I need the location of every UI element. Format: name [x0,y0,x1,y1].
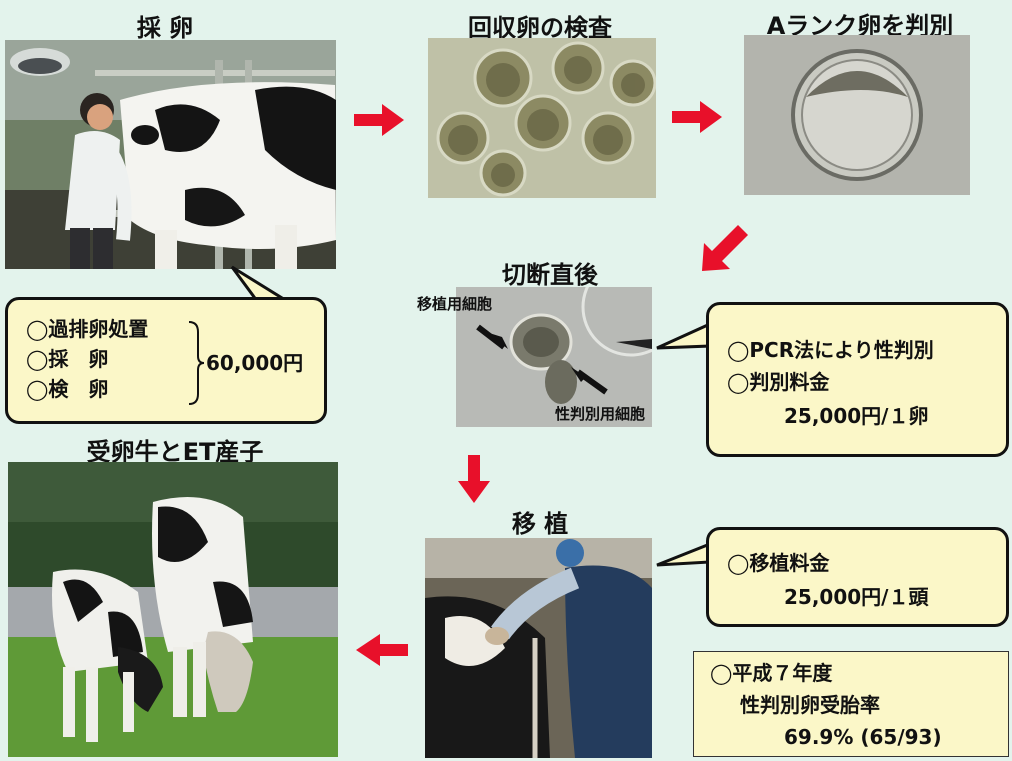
rate-label: 性判別卵受胎率 [740,693,880,717]
photo-egg-collection [5,40,336,269]
pregnancy-rate-box: ◯平成７年度 性判別卵受胎率 69.9% (65/93) [693,651,1009,757]
photo-a-rank-egg [744,35,970,195]
arrow-down-left-icon [702,225,748,271]
cost-item: ◯採 卵 [26,347,109,371]
callout-pcr-sexing: ◯PCR法により性判別 ◯判別料金 25,000円/１卵 [706,302,1009,457]
pcr-method: ◯PCR法により性判別 [727,338,934,362]
brace-icon [188,321,205,405]
transfer-fee-label: ◯移植料金 [727,551,830,575]
callout-transfer-fee: ◯移植料金 25,000円/１頭 [706,527,1009,627]
collection-price: 60,000円 [206,351,304,375]
label-transplant-cells: 移植用細胞 [417,295,493,313]
label-sexing-cells: 性判別用細胞 [555,405,646,423]
title-after-cut: 切断直後 [502,261,598,289]
title-recipient: 受卵牛とET産子 [86,438,264,466]
arrow-left-icon [356,634,408,666]
title-collection: 採 卵 [136,14,194,42]
photo-transfer [425,538,652,758]
pcr-fee-value: 25,000円/１卵 [784,404,929,428]
rate-value: 69.9% (65/93) [784,725,942,749]
arrow-right-icon [354,104,404,136]
arrow-right-icon [672,101,722,133]
arrow-down-icon [458,455,490,503]
photo-recipient-calf [8,462,338,757]
photo-recovered-eggs [428,38,656,198]
cost-item: ◯検 卵 [26,377,109,401]
cost-item: ◯過排卵処置 [26,317,149,341]
rate-year: ◯平成７年度 [710,661,833,685]
callout-collection-cost: ◯過排卵処置 ◯採 卵 ◯検 卵 60,000円 [5,297,327,424]
pcr-fee-label: ◯判別料金 [727,370,830,394]
title-inspection: 回収卵の検査 [468,14,612,42]
transfer-fee-value: 25,000円/１頭 [784,585,929,609]
photo-after-cut [456,287,652,427]
title-transfer: 移 植 [511,510,569,538]
